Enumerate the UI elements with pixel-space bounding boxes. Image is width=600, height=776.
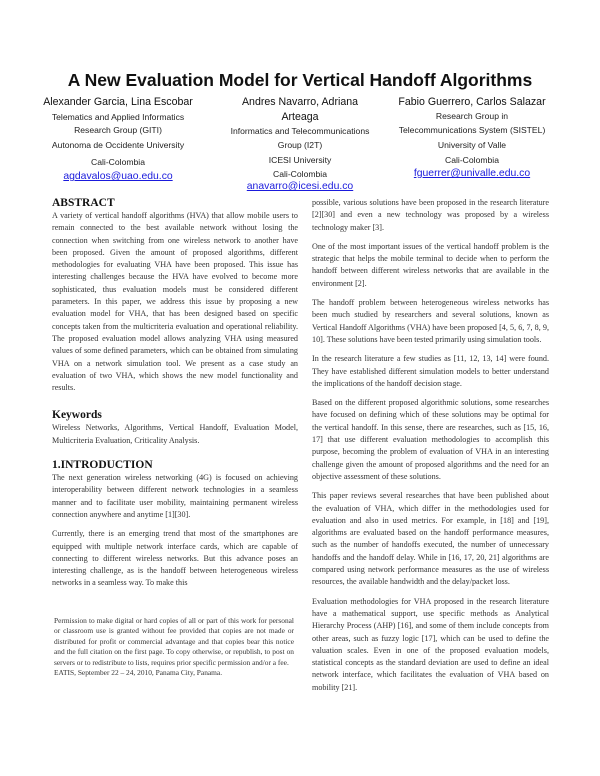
permission-text: Permission to make digital or hard copie… (54, 616, 294, 667)
paragraph: possible, various solutions have been pr… (312, 198, 549, 232)
left-column: ABSTRACT A variety of vertical handoff a… (52, 197, 298, 597)
paper-title: A New Evaluation Model for Vertical Hand… (67, 70, 533, 90)
paragraph: In the research literature a few studies… (312, 354, 549, 388)
author-city: Cali-Colombia (445, 155, 499, 165)
author-affiliation: Group (I2T) (277, 140, 323, 150)
paragraph: Based on the different proposed algorith… (312, 398, 549, 481)
keywords-heading: Keywords (52, 409, 102, 422)
author-university: Autonoma de Occidente University (51, 140, 185, 150)
author-affiliation: Telematics and Applied Informatics (51, 112, 185, 122)
author-affiliation: Research Group (GITI) (74, 125, 162, 135)
author-email-link[interactable]: fguerrer@univalle.edu.co (413, 168, 531, 179)
paragraph: One of the most important issues of the … (312, 241, 549, 288)
author-city: Cali-Colombia (91, 157, 145, 167)
author-university: ICESI University (268, 155, 332, 165)
author-names: Andres Navarro, Adriana (241, 96, 359, 108)
permission-footnote: Permission to make digital or hard copie… (54, 616, 294, 678)
keywords-text: Wireless Networks, Algorithms, Vertical … (52, 423, 298, 445)
author-email-link[interactable]: anavarro@icesi.edu.co (246, 181, 354, 192)
paragraph: This paper reviews several researches th… (312, 491, 549, 587)
right-column: possible, various solutions have been pr… (312, 197, 549, 701)
author-affiliation: Informatics and Telecommunications (230, 126, 370, 136)
paragraph: The next generation wireless networking … (52, 473, 298, 519)
author-names: Alexander Garcia, Lina Escobar (43, 96, 193, 108)
author-email-link[interactable]: agdavalos@uao.edu.co (63, 171, 173, 182)
author-university: University of Valle (437, 140, 507, 150)
abstract-text: A variety of vertical handoff algorithms… (52, 211, 298, 393)
author-affiliation: Research Group in (435, 111, 509, 121)
venue-text: EATIS, September 22 – 24, 2010, Panama C… (54, 668, 223, 678)
introduction-heading: 1.INTRODUCTION (52, 459, 153, 472)
paragraph: The handoff problem between heterogeneou… (312, 298, 549, 344)
abstract-heading: ABSTRACT (52, 197, 115, 209)
paragraph: Currently, there is an emerging trend th… (52, 529, 298, 588)
author-names: Fabio Guerrero, Carlos Salazar (398, 96, 546, 108)
paragraph: Evaluation methodologies for VHA propose… (312, 596, 549, 692)
author-city: Cali-Colombia (273, 169, 327, 179)
author-affiliation: Telecommunications System (SISTEL) (398, 125, 546, 135)
author-names: Arteaga (281, 111, 319, 123)
